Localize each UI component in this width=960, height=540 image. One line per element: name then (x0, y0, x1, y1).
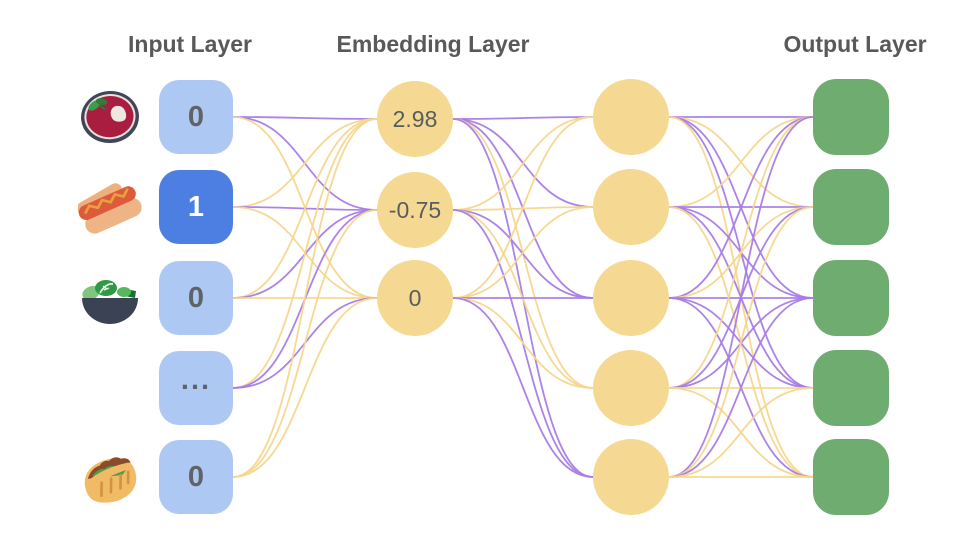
input-node-value: 0 (187, 460, 205, 493)
hidden-node-5 (593, 439, 669, 515)
edge (452, 116, 594, 211)
edge (668, 116, 814, 389)
edge (668, 206, 814, 478)
hidden-node-3 (593, 260, 669, 336)
hotdog-icon (78, 178, 142, 238)
edge (668, 116, 814, 208)
edge (232, 118, 378, 478)
edge (232, 118, 378, 208)
embedding-node-value: 0 (408, 284, 422, 311)
edge (668, 387, 814, 478)
soup-icon (78, 88, 142, 148)
pita-icon (78, 448, 142, 508)
input-node-1: 0 (159, 80, 233, 154)
embedding-node-2: -0.75 (377, 172, 453, 248)
edge (668, 116, 814, 299)
edge (668, 116, 814, 478)
embedding-node-value: -0.75 (388, 196, 442, 223)
edge (232, 209, 378, 478)
output-node-3 (813, 260, 889, 336)
embedding-node-1: 2.98 (377, 81, 453, 157)
input-node-5: 0 (159, 440, 233, 514)
edge (452, 116, 594, 120)
embedding-layer-title: Embedding Layer (336, 31, 530, 57)
input-node-2: 1 (159, 170, 233, 244)
input-node-4: ... (159, 351, 233, 425)
edge (232, 118, 378, 299)
edge (452, 209, 594, 299)
output-node-2 (813, 169, 889, 245)
hidden-node-4 (593, 350, 669, 426)
salad-icon (78, 269, 142, 329)
output-node-1 (813, 79, 889, 155)
edge (452, 297, 594, 478)
input-node-value: 0 (187, 100, 205, 133)
edge (232, 118, 378, 389)
edge (668, 297, 814, 478)
output-layer-title: Output Layer (783, 31, 927, 57)
output-node-5 (813, 439, 889, 515)
input-node-value: 1 (187, 190, 205, 223)
edge (452, 206, 594, 299)
edge (232, 297, 378, 478)
embedding-node-3: 0 (377, 260, 453, 336)
input-node-value: ... (180, 363, 212, 396)
edge (232, 116, 378, 120)
hidden-node-1 (593, 79, 669, 155)
input-layer-title: Input Layer (128, 31, 252, 57)
input-node-value: 0 (187, 281, 205, 314)
embedding-node-value: 2.98 (392, 105, 438, 132)
edge (452, 209, 594, 389)
hidden-node-2 (593, 169, 669, 245)
edge (452, 297, 594, 389)
edge (452, 116, 594, 299)
input-node-3: 0 (159, 261, 233, 335)
output-node-4 (813, 350, 889, 426)
